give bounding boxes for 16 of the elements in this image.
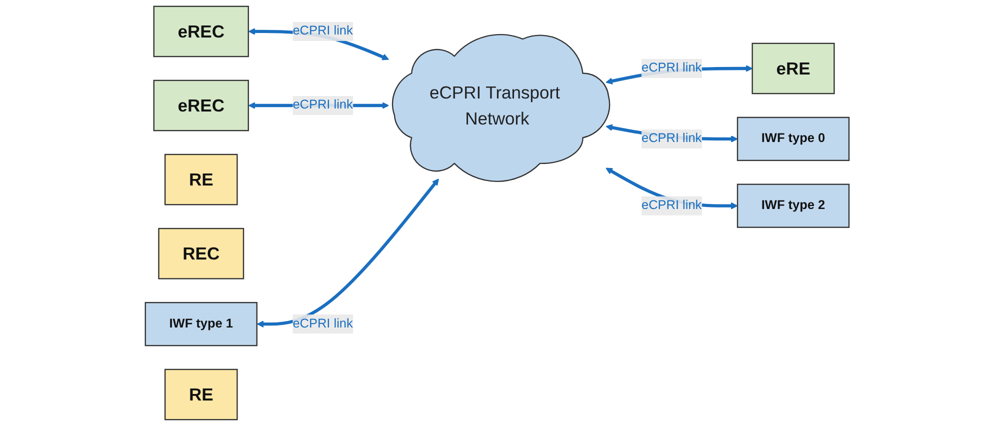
edge-label: eCPRI link [293, 24, 354, 38]
edge-label: eCPRI link [642, 61, 702, 75]
node-box: eRE [752, 42, 836, 94]
edge-label: eCPRI link [293, 316, 354, 330]
arrow [257, 178, 440, 328]
edge-label: eCPRI link [293, 98, 354, 112]
node-box: eREC [154, 6, 250, 58]
node-box: REC [158, 228, 244, 280]
node-box: IWF type 2 [737, 184, 850, 228]
node-box: IWF type 1 [145, 302, 258, 346]
node-box: eREC [154, 80, 250, 132]
node-box: IWF type 0 [737, 116, 850, 162]
edge-label: eCPRI link [642, 198, 702, 212]
node-box: RE [164, 368, 238, 420]
edge-label: eCPRI link [642, 132, 702, 146]
node-box: RE [164, 154, 238, 206]
